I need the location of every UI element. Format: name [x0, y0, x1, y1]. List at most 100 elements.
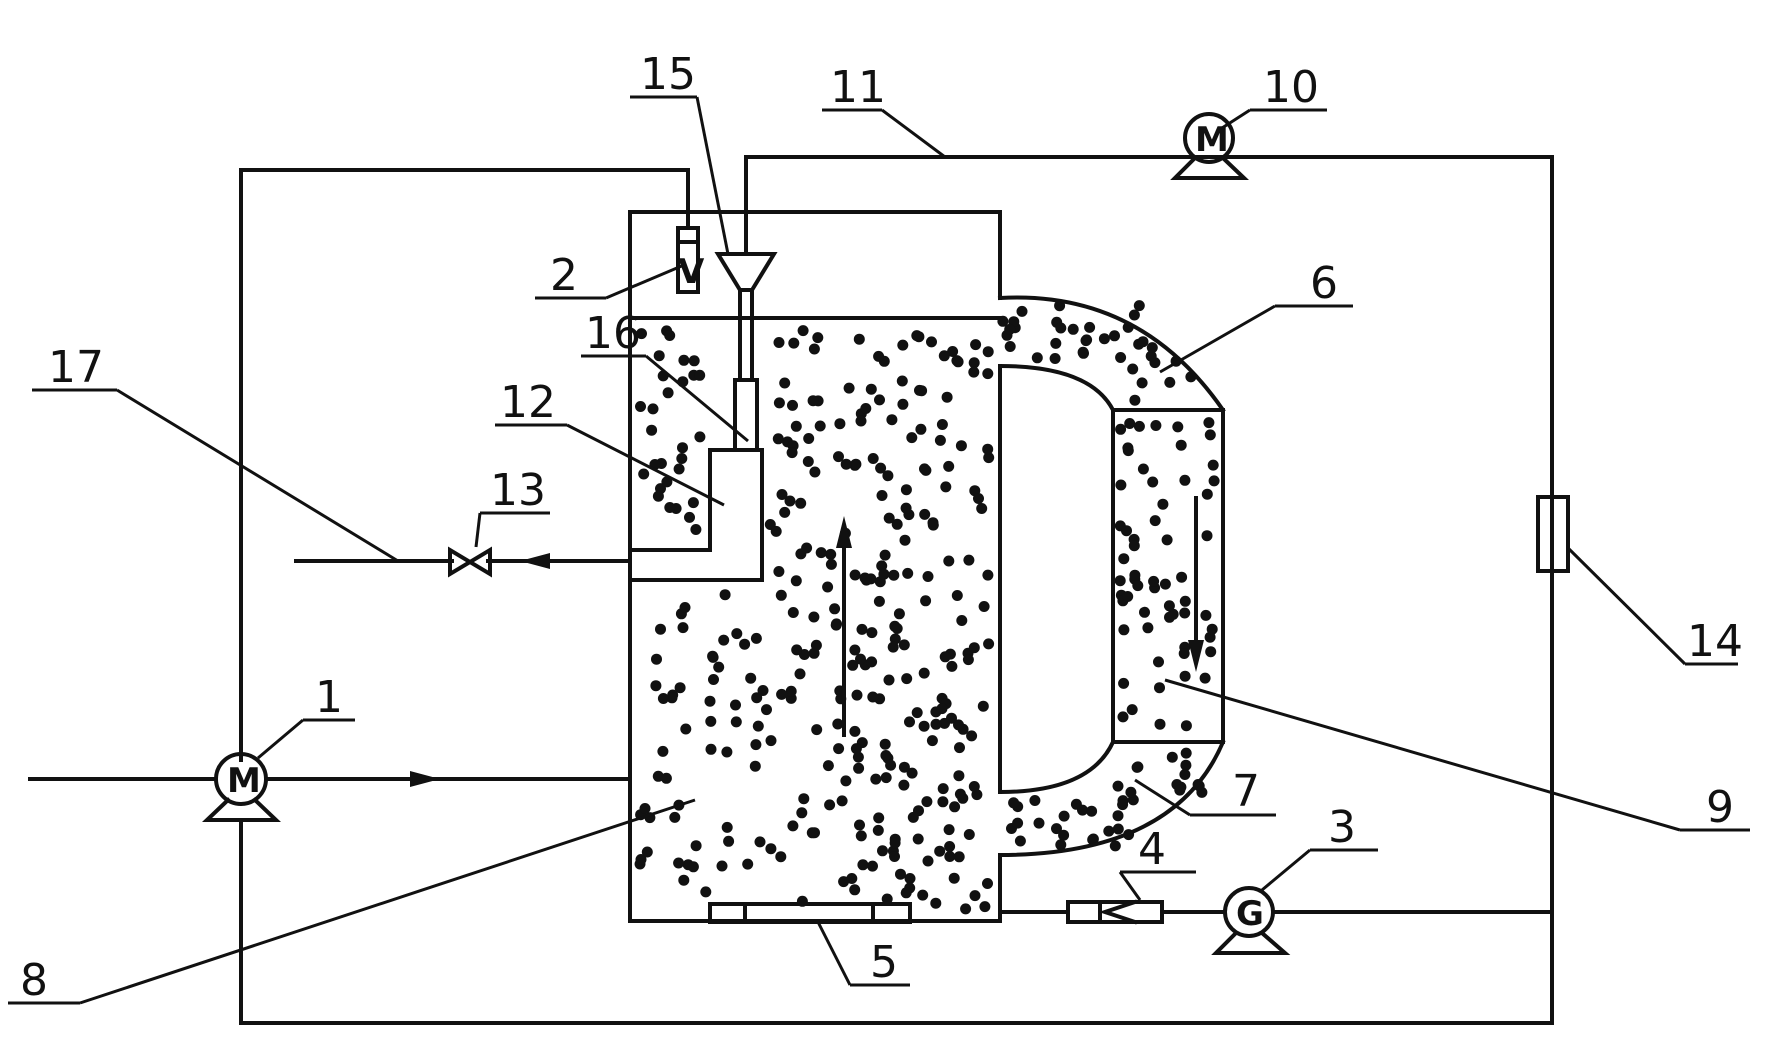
- carrier-particle: [1115, 479, 1127, 491]
- carrier-particle: [719, 589, 731, 601]
- carrier-particle: [887, 641, 899, 653]
- carrier-particle: [934, 845, 946, 857]
- carrier-particle: [960, 903, 972, 915]
- carrier-particle: [809, 466, 821, 478]
- carrier-particle: [944, 851, 956, 862]
- carrier-particle: [1159, 578, 1171, 590]
- carrier-particle: [843, 382, 855, 394]
- carrier-particle: [1201, 530, 1213, 542]
- carrier-particle: [901, 673, 913, 685]
- carrier-particle: [1137, 336, 1149, 348]
- carrier-particle: [855, 415, 867, 427]
- carrier-particle: [1205, 646, 1217, 658]
- carrier-particle: [1087, 833, 1099, 845]
- carrier-particle: [953, 770, 965, 782]
- carrier-particle: [718, 634, 730, 646]
- carrier-particle: [937, 783, 949, 795]
- carrier-particle: [1161, 534, 1173, 546]
- carrier-particle: [943, 555, 955, 567]
- carrier-particle: [880, 772, 892, 784]
- carrier-particle: [946, 660, 958, 672]
- carrier-particle: [879, 549, 891, 561]
- carrier-particle: [1055, 839, 1067, 851]
- carrier-particle: [1180, 720, 1192, 732]
- flowmeter-symbol: V: [678, 252, 705, 292]
- carrier-particle: [1150, 420, 1162, 431]
- carrier-particle: [765, 735, 777, 747]
- carrier-particle: [867, 691, 879, 703]
- carrier-particle: [770, 525, 782, 537]
- carrier-particle: [787, 820, 799, 832]
- carrier-particle: [968, 366, 980, 378]
- carrier-particle: [1127, 363, 1139, 375]
- carrier-particle: [635, 854, 647, 865]
- carrier-particle: [1179, 595, 1191, 607]
- carrier-particle: [1179, 769, 1191, 780]
- carrier-particle: [976, 503, 988, 514]
- carrier-particle: [926, 735, 938, 747]
- carrier-particle: [680, 723, 692, 735]
- carrier-particle: [1178, 648, 1190, 659]
- carrier-particle: [824, 799, 836, 811]
- carrier-particle: [897, 339, 909, 351]
- carrier-particle: [849, 884, 861, 896]
- label-8: 8: [20, 955, 48, 1006]
- carrier-particle: [867, 453, 879, 464]
- carrier-particle: [1180, 747, 1192, 759]
- carrier-particle: [934, 434, 946, 446]
- carrier-particle: [660, 772, 672, 784]
- influent-pump-symbol: M: [227, 761, 261, 801]
- carrier-particle: [749, 760, 761, 772]
- carrier-particle: [639, 803, 651, 814]
- carrier-particle: [1180, 759, 1192, 771]
- carrier-particle: [850, 743, 862, 755]
- carrier-particle: [811, 724, 823, 736]
- carrier-particle: [822, 760, 834, 772]
- carrier-particle: [849, 725, 861, 737]
- carrier-particle: [853, 762, 865, 774]
- carrier-particle: [866, 656, 878, 668]
- carrier-particle: [940, 481, 952, 493]
- carrier-particle: [886, 414, 898, 426]
- label-9: 9: [1706, 782, 1734, 833]
- carrier-particle: [751, 692, 763, 704]
- carrier-particle: [883, 674, 895, 686]
- label-7: 7: [1232, 766, 1260, 817]
- carrier-particle: [1084, 321, 1096, 333]
- carrier-particle: [968, 781, 980, 792]
- carrier-particle: [872, 824, 884, 836]
- carrier-particle: [721, 821, 733, 833]
- carrier-particles: [634, 300, 1220, 915]
- carrier-particle: [968, 357, 980, 369]
- carrier-particle: [752, 720, 764, 732]
- carrier-particle: [891, 623, 903, 634]
- carrier-particle: [798, 793, 810, 805]
- carrier-particle: [849, 569, 861, 581]
- carrier-particle: [730, 716, 742, 728]
- carrier-particle: [1067, 323, 1079, 335]
- carrier-particle: [876, 560, 888, 572]
- carrier-particle: [973, 493, 984, 504]
- carrier-particle: [657, 745, 669, 757]
- carrier-particle: [882, 470, 894, 482]
- carrier-particle: [979, 901, 991, 913]
- carrier-particle: [687, 497, 699, 509]
- carrier-particle: [943, 460, 955, 472]
- carrier-particle: [855, 653, 866, 665]
- carrier-particle: [860, 403, 872, 414]
- carrier-particle: [838, 876, 850, 888]
- carrier-particle: [889, 851, 900, 862]
- carrier-particle: [773, 566, 785, 577]
- carrier-particle: [873, 595, 885, 607]
- carrier-particle: [705, 743, 717, 755]
- carrier-particle: [1014, 835, 1026, 847]
- carrier-particle: [1157, 498, 1169, 510]
- carrier-particle: [876, 490, 888, 501]
- carrier-particle: [970, 339, 982, 351]
- carrier-particle: [815, 547, 827, 559]
- carrier-particle: [978, 601, 990, 612]
- carrier-particle: [1004, 341, 1016, 352]
- carrier-particle: [1149, 515, 1161, 527]
- carrier-particle: [937, 796, 949, 808]
- carrier-particle: [921, 796, 933, 808]
